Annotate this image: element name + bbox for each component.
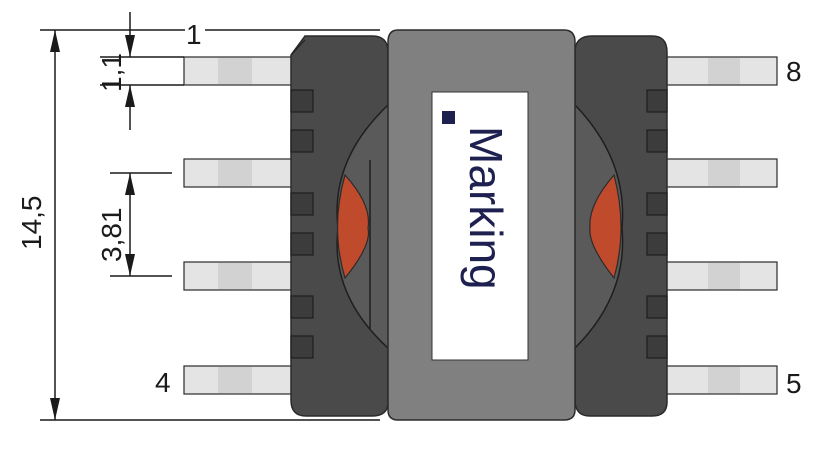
marking-label: Marking <box>431 91 529 361</box>
left-pins <box>183 56 295 395</box>
pin-shade <box>708 160 740 186</box>
pin-pitch-dimension: 3,81 <box>96 172 172 277</box>
pin-shade <box>218 58 252 84</box>
left-winding <box>336 104 389 349</box>
flange-notch <box>646 295 668 319</box>
pin-shade <box>708 263 740 289</box>
marking-text: Marking <box>460 126 512 290</box>
overall-height-value: 14,5 <box>16 196 47 251</box>
pin-number-5: 5 <box>786 368 802 399</box>
pin-shade <box>708 58 740 84</box>
flange-notch <box>646 335 668 359</box>
flange-notch <box>290 89 314 113</box>
pin-width-dimension: 1,1 <box>96 12 184 130</box>
pin-pitch-value: 3,81 <box>96 208 127 263</box>
flange-notch <box>646 192 668 216</box>
pin1-indicator-dot <box>442 111 455 124</box>
pin-shade <box>218 160 252 186</box>
pin-number-8: 8 <box>786 56 802 87</box>
right-winding <box>574 104 624 349</box>
flange-notch <box>290 232 314 256</box>
flange-notch <box>646 232 668 256</box>
flange-notch <box>646 89 668 113</box>
flange-notch <box>290 295 314 319</box>
pin-number-1: 1 <box>186 19 202 50</box>
pin-number-4: 4 <box>155 367 171 398</box>
pin-shade <box>708 367 740 393</box>
right-pins <box>664 56 778 395</box>
pin-shade <box>218 263 252 289</box>
flange-notch <box>646 129 668 153</box>
flange-notch <box>290 129 314 153</box>
overall-height-dimension: 14,5 <box>16 29 380 421</box>
pin-shade <box>218 367 252 393</box>
pin-width-value: 1,1 <box>96 53 127 92</box>
flange-notch <box>290 335 314 359</box>
flange-notch <box>290 192 314 216</box>
